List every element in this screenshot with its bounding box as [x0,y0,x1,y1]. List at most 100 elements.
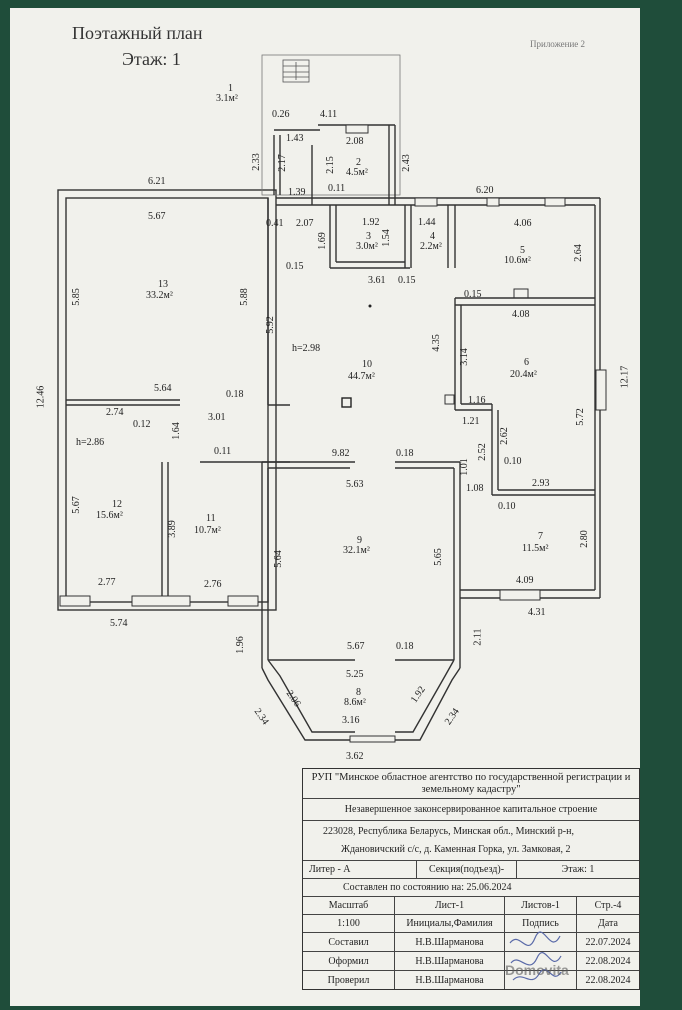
room-number: 7 [538,531,543,542]
dimension-label: 0.18 [226,389,244,400]
organization-name: РУП "Минское областное агентство по госу… [311,771,631,795]
dimension-label: 4.09 [516,575,534,586]
sheets-count: Листов-1 [505,897,577,914]
room-area: 20.4м² [510,369,537,380]
dimension-label: 6.20 [476,185,494,196]
dimension-label: 1.16 [468,395,486,406]
room-area: 8.6м² [344,697,366,708]
porch-outline [261,54,401,196]
dimension-label: 4.11 [320,109,338,120]
dimension-label: 5.67 [148,211,166,222]
dimension-label: 0.10 [498,501,516,512]
dimension-label: 5.72 [574,408,586,426]
dimension-label: 2.17 [276,154,288,172]
dimension-label: 5.64 [272,550,284,568]
room-number: 2 [356,157,361,168]
dimension-label: 3.62 [346,751,364,762]
dimension-label: 5.64 [154,383,172,394]
room-number: 13 [158,279,168,290]
dimension-label: 12.46 [35,385,47,409]
floor-title: Этаж: 1 [122,49,181,69]
floor: Этаж: 1 [561,864,595,875]
dimension-label: 3.89 [166,520,178,538]
dimension-label: 5.67 [347,641,365,652]
page-number: Стр.-4 [594,900,622,911]
scale-label: Масштаб [303,897,395,914]
room-area: 10.6м² [504,255,531,266]
room-number: 12 [112,499,122,510]
dimension-label: 0.11 [328,183,346,194]
dimension-label: 1.69 [316,232,328,250]
room-area: 44.7м² [348,371,375,382]
title-block: РУП "Минское областное агентство по госу… [302,768,640,990]
dimension-label: 3.01 [208,412,226,423]
section: Секция(подъезд)- [417,861,517,878]
signature-header: Подпись [505,915,577,932]
room-number: 5 [520,245,525,256]
dimension-label: 2.76 [204,579,222,590]
room-number: 1 [228,83,233,94]
person-name: Н.В.Шарманова [395,971,505,989]
row-date: 22.07.2024 [585,936,631,948]
dimension-label: 1.08 [466,483,484,494]
role-label: Проверил [303,971,395,989]
dimension-label: 5.92 [264,316,276,334]
address-line-1: 223028, Республика Беларусь, Минская обл… [323,826,574,837]
room-area: 10.7м² [194,525,221,536]
wall-outer-left [57,189,277,611]
dimension-label: 4.35 [430,334,442,352]
ceiling-height: h=2.98 [292,343,321,354]
dimension-label: 2.80 [578,530,590,548]
room-area: 3.1м² [216,93,238,104]
state-date: Составлен по состоянию на: 25.06.2024 [343,882,512,893]
dimension-label: 1.39 [288,187,306,198]
dimension-label: 2.77 [98,577,116,588]
room-number: 10 [362,359,372,370]
dimension-label: 1.43 [286,133,304,144]
room-area: 3.0м² [356,241,378,252]
room-number: 9 [357,535,362,546]
dimension-label: 0.18 [396,641,414,652]
plan-title: Поэтажный план [72,23,203,43]
signature-cell [505,971,577,989]
dimension-label: 5.67 [70,496,82,514]
dimension-label: 4.31 [528,607,546,618]
role-label: Оформил [303,952,395,970]
dimension-label: 3.14 [458,348,470,366]
dimension-label: 0.18 [396,448,414,459]
dimension-label: 0.26 [272,109,290,120]
row-date: 22.08.2024 [585,955,631,967]
dimension-label: 4.08 [512,309,530,320]
dimension-label: 1.44 [418,217,436,228]
dimension-label: 2.64 [572,244,584,262]
dimension-label: 1.21 [462,416,480,427]
dimension-label: 0.41 [266,218,284,229]
dimension-label: 0.15 [286,261,304,272]
dimension-label: 5.65 [432,548,444,566]
dimension-label: 0.15 [398,275,416,286]
room-area: 11.5м² [522,543,549,554]
person-name: Н.В.Шарманова [395,933,505,951]
dimension-label: 9.82 [332,448,350,459]
dimension-label: 5.74 [110,618,128,629]
dimension-label: 5.25 [346,669,364,680]
dimension-label: 5.85 [70,288,82,306]
role-label: Составил [303,933,395,951]
date-header: Дата [598,918,618,929]
dimension-label: 2.15 [324,156,336,174]
dimension-label: 2.52 [476,443,488,461]
room-number: 8 [356,687,361,698]
dimension-label: 1.54 [380,229,392,247]
dimension-label: 1.01 [458,458,470,476]
dimension-label: 6.21 [148,176,166,187]
dimension-label: 2.62 [498,427,510,445]
dimension-label: 2.08 [346,136,364,147]
dimension-label: 1.92 [362,217,380,228]
sheet-number: Лист-1 [395,897,505,914]
room-number: 3 [366,231,371,242]
dimension-label: 2.74 [106,407,124,418]
room-area: 15.6м² [96,510,123,521]
appendix-label: Приложение 2 [530,39,586,49]
address-line-2: Ждановичский с/с, д. Каменная Горка, ул.… [341,844,571,855]
